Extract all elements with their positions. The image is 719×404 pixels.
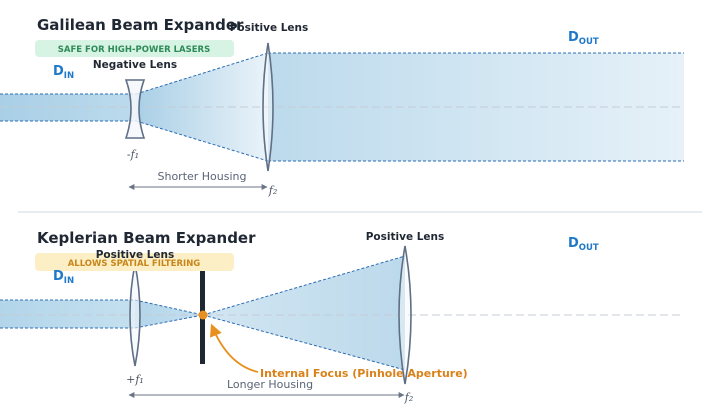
keplerian-badge: ALLOWS SPATIAL FILTERING xyxy=(68,259,201,269)
galilean-focal-1: -f₁ xyxy=(127,148,139,161)
keplerian-converging-cone xyxy=(135,300,203,328)
keplerian-diverging-edge-top xyxy=(202,255,406,316)
keplerian-callout-arrow xyxy=(210,323,259,373)
galilean-title: Galilean Beam Expander xyxy=(37,16,244,34)
keplerian-focal-1: +f₁ xyxy=(126,373,144,386)
keplerian-section: Keplerian Beam Expander ALLOWS SPATIAL F… xyxy=(0,229,684,404)
galilean-d-out-label: DOUT xyxy=(568,30,599,47)
galilean-positive-lens-label: Positive Lens xyxy=(230,22,309,34)
galilean-positive-lens xyxy=(262,42,274,172)
galilean-housing-label: Shorter Housing xyxy=(157,170,246,183)
keplerian-title: Keplerian Beam Expander xyxy=(37,229,256,247)
galilean-badge-background xyxy=(35,40,234,57)
keplerian-d-in-label: DIN xyxy=(53,269,74,286)
keplerian-focus-point xyxy=(198,310,208,320)
galilean-negative-lens-label: Negative Lens xyxy=(93,59,177,71)
keplerian-converging-edge-bottom xyxy=(134,314,204,329)
keplerian-input-beam xyxy=(0,300,135,328)
galilean-d-in-label: DIN xyxy=(53,64,74,81)
galilean-section: Galilean Beam Expander SAFE FOR HIGH-POW… xyxy=(0,16,684,197)
galilean-negative-lens xyxy=(124,79,146,139)
keplerian-second-positive-lens xyxy=(398,245,412,385)
keplerian-first-lens-label: Positive Lens xyxy=(96,249,175,261)
keplerian-d-out-label: DOUT xyxy=(568,236,599,253)
galilean-diverging-cone xyxy=(136,53,268,161)
keplerian-housing-label: Longer Housing xyxy=(227,378,313,391)
keplerian-callout-label: Internal Focus (Pinhole Aperture) xyxy=(260,367,468,380)
galilean-badge: SAFE FOR HIGH-POWER LASERS xyxy=(58,45,210,55)
keplerian-converging-edge-top xyxy=(134,299,204,316)
keplerian-badge-background xyxy=(35,253,234,271)
galilean-focal-2: f₂ xyxy=(268,184,277,197)
keplerian-diverging-cone xyxy=(203,256,405,370)
keplerian-second-lens-label: Positive Lens xyxy=(366,231,445,243)
galilean-cone-edge-bottom xyxy=(135,120,269,162)
galilean-cone-edge-top xyxy=(135,52,269,95)
keplerian-first-positive-lens xyxy=(129,263,141,367)
keplerian-focal-2: f₂ xyxy=(404,391,413,404)
